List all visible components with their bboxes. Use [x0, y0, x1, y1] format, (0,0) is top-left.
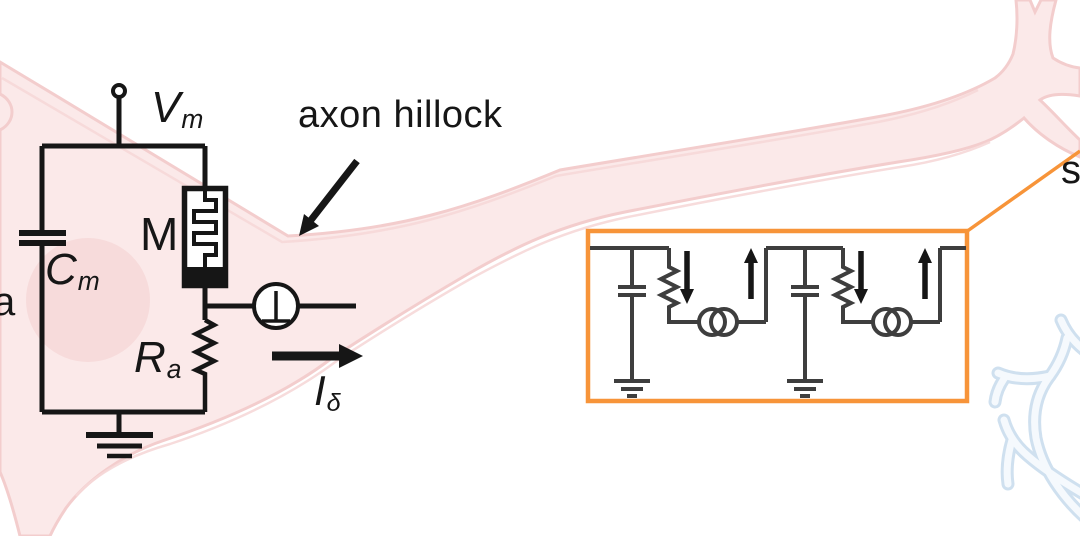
- inset-resistor-symbol-2: [830, 248, 873, 324]
- current-up-arrow-1: [744, 248, 758, 299]
- pulse-source-symbol: [252, 282, 300, 330]
- memristor-symbol: [181, 185, 229, 289]
- inner-membrane-line-bottom: [75, 140, 991, 497]
- soma-circuit: [19, 83, 356, 459]
- membrane-voltage-label: Vm: [151, 83, 204, 135]
- delta-current-arrow: [272, 344, 363, 368]
- inset-capacitor-symbols: [618, 285, 819, 297]
- axon-hillock-label: axon hillock: [298, 94, 503, 136]
- dendrite-stub-left-edge: [0, 92, 14, 132]
- inset-callout-line: [964, 149, 1080, 234]
- current-source-symbol-2: [871, 307, 913, 337]
- soma-label-partial: a: [0, 280, 16, 324]
- current-up-arrow-2: [918, 248, 932, 299]
- resistor-symbol: [190, 318, 220, 412]
- current-down-arrow-2: [854, 251, 868, 304]
- inset-ground-symbols: [614, 379, 823, 398]
- inset-box: [585, 228, 970, 404]
- current-source-symbol-1: [697, 307, 739, 337]
- capacitor-symbol: [19, 230, 66, 246]
- inset-current-arrows: [680, 248, 932, 304]
- inset-wires: [590, 246, 966, 379]
- circuit-wires: [39, 97, 356, 434]
- nucleus: [26, 238, 150, 362]
- axial-resistance-label: Ra: [134, 333, 182, 385]
- dendrite-branches-fill: [991, 316, 1080, 518]
- memristor-label: M: [140, 208, 179, 260]
- ground-symbol: [86, 432, 153, 459]
- inset-resistor-symbol-1: [656, 248, 699, 324]
- membrane-capacitance-label: Cm: [45, 245, 100, 297]
- axon-hillock-arrow: [299, 158, 360, 236]
- delta-pulse-glyph: [262, 291, 290, 323]
- delta-current-label: Iδ: [314, 367, 341, 418]
- inner-membrane-line-top: [1, 76, 979, 244]
- membrane-terminal: [111, 83, 127, 99]
- inset-circuit: [590, 246, 966, 398]
- synapse-label-partial: s: [1061, 148, 1080, 192]
- current-down-arrow-1: [680, 251, 694, 304]
